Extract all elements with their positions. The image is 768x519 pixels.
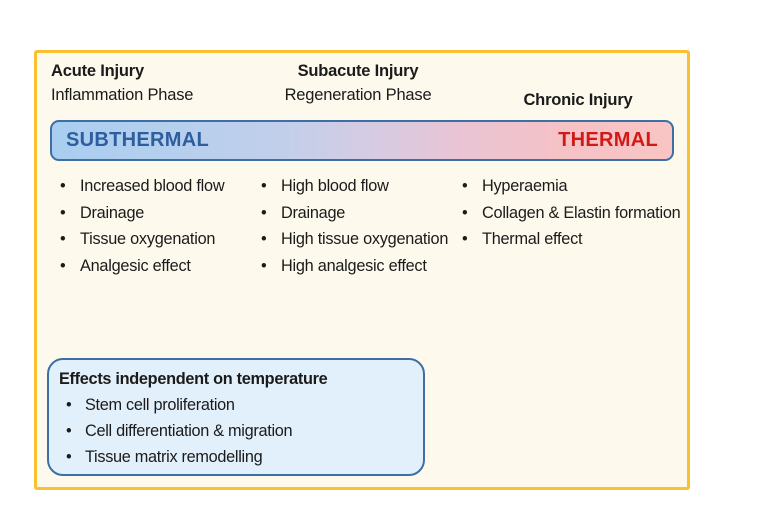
list-item: • Collagen & Elastin formation: [453, 200, 683, 227]
bullet-icon: •: [60, 230, 66, 248]
list-item: • High analgesic effect: [252, 253, 452, 280]
column-title-subacute-injury: Subacute Injury: [297, 62, 419, 80]
list-item: • Drainage: [252, 200, 452, 227]
column-subtitle-inflammation-phase: Inflammation Phase: [51, 86, 194, 104]
bullet-icon: •: [462, 203, 468, 222]
list-item-label: Thermal effect: [482, 230, 583, 248]
list-item: • Increased blood flow: [51, 173, 256, 200]
list-item: • Stem cell proliferation: [59, 392, 413, 418]
bullet-list-acute: • Increased blood flow • Drainage • Tissue …: [51, 173, 256, 279]
temperature-independent-effects-title: Effects independent on temperature: [59, 370, 328, 388]
list-item-label: Tissue matrix remodelling: [85, 448, 263, 466]
bullet-icon: •: [462, 177, 468, 195]
list-item: • Analgesic effect: [51, 253, 256, 280]
column-header-chronic-injury: Chronic Injury: [473, 59, 683, 115]
list-item: • Tissue oxygenation: [51, 226, 256, 253]
bullet-list-subacute: • High blood flow • Drainage • High tissue …: [252, 173, 452, 279]
list-item-label: Drainage: [80, 203, 145, 222]
list-item-label: Drainage: [281, 203, 346, 222]
column-headers: Acute Injury Inflammation Phase Subacute…: [37, 59, 687, 115]
bullet-column-acute-injury: • Increased blood flow • Drainage • Tissue …: [51, 173, 256, 279]
bullet-icon: •: [60, 256, 66, 275]
column-header-acute-injury: Acute Injury Inflammation Phase: [51, 59, 251, 115]
bullet-icon: •: [60, 177, 66, 195]
list-item-label: Cell differentiation & migration: [85, 422, 293, 440]
column-title-acute-injury: Acute Injury: [51, 62, 144, 80]
bullet-icon: •: [462, 230, 468, 248]
list-item-label: Stem cell proliferation: [85, 396, 235, 414]
list-item-label: Hyperaemia: [482, 177, 568, 195]
column-title-chronic-injury: Chronic Injury: [523, 91, 633, 109]
list-item: • Hyperaemia: [453, 173, 683, 200]
list-item: • Drainage: [51, 200, 256, 227]
list-item: • Tissue matrix remodelling: [59, 444, 413, 470]
column-header-subacute-injury: Subacute Injury Regeneration Phase: [253, 59, 463, 115]
list-item-label: High analgesic effect: [281, 256, 427, 275]
list-item-label: Tissue oxygenation: [80, 230, 216, 248]
bullet-icon: •: [60, 203, 66, 222]
bullet-icon: •: [261, 230, 267, 248]
bullet-list-chronic: • Hyperaemia • Collagen & Elastin formatio…: [453, 173, 683, 253]
list-item-label: Collagen & Elastin formation: [482, 203, 681, 222]
thermal-spectrum-bar: SUBTHERMAL THERMAL: [50, 120, 674, 161]
list-item-label: Increased blood flow: [80, 177, 225, 195]
list-item-label: High blood flow: [281, 177, 389, 195]
spectrum-label-thermal: THERMAL: [558, 129, 658, 151]
bullet-icon: •: [66, 448, 72, 466]
bullet-column-chronic-injury: • Hyperaemia • Collagen & Elastin formatio…: [453, 173, 683, 253]
list-item-label: Analgesic effect: [80, 256, 191, 275]
bullet-icon: •: [261, 256, 267, 275]
column-subtitle-regeneration-phase: Regeneration Phase: [284, 86, 432, 104]
diagram-card: Acute Injury Inflammation Phase Subacute…: [34, 50, 690, 490]
spectrum-label-subthermal: SUBTHERMAL: [66, 129, 209, 151]
bullet-icon: •: [261, 177, 267, 195]
list-item: • Cell differentiation & migration: [59, 418, 413, 444]
list-item: • Thermal effect: [453, 226, 683, 253]
list-item-label: High tissue oxygenation: [281, 230, 449, 248]
bullet-column-subacute-injury: • High blood flow • Drainage • High tissue …: [252, 173, 452, 279]
bullet-list-independent: • Stem cell proliferation • Cell different…: [59, 392, 413, 470]
temperature-independent-effects-box: Effects independent on temperature • Stem…: [47, 358, 425, 476]
bullet-icon: •: [261, 203, 267, 222]
bullet-icon: •: [66, 422, 72, 440]
list-item: • High blood flow: [252, 173, 452, 200]
list-item: • High tissue oxygenation: [252, 226, 452, 253]
bullet-icon: •: [66, 396, 72, 414]
